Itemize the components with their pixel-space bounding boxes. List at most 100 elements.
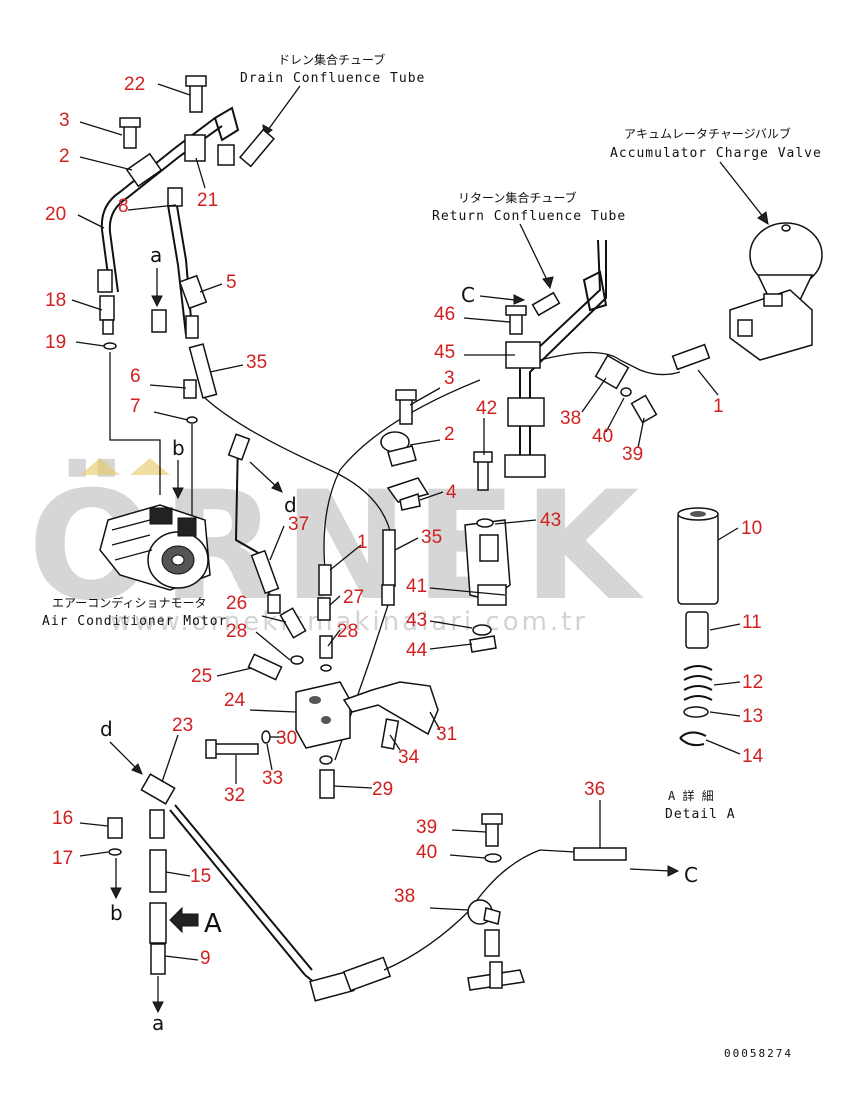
snap-ring-14	[679, 731, 707, 747]
marker-b-bottom: b	[110, 901, 123, 925]
callout-1: 1	[713, 396, 724, 417]
watermark-url: www.orneki̇smaki̇nalari.com.tr	[110, 607, 588, 637]
callout-20: 20	[45, 204, 66, 225]
callout-12: 12	[742, 672, 763, 693]
tube-36	[573, 847, 627, 861]
callout-11: 11	[742, 612, 762, 633]
label-leaders	[262, 85, 769, 290]
callout-30: 30	[276, 728, 297, 749]
marker-a-top: a	[150, 243, 162, 267]
callout-3: 3	[59, 110, 70, 131]
drain-tube-assembly	[97, 75, 275, 520]
bolt-42	[477, 459, 489, 491]
callout-37: 37	[288, 514, 309, 535]
o-ring-17	[108, 848, 122, 856]
fitting-29	[319, 769, 335, 799]
return-tube-assembly	[380, 239, 711, 653]
callout-40-bottom: 40	[416, 842, 437, 863]
filter-10	[677, 511, 719, 605]
spool-11	[685, 611, 709, 649]
callout-17: 17	[52, 848, 73, 869]
callout-leaders	[71, 83, 741, 961]
callout-33: 33	[262, 768, 283, 789]
callout-41: 41	[406, 576, 427, 597]
drawing-code: 00058274	[724, 1047, 793, 1060]
marker-a-bottom: a	[152, 1011, 164, 1035]
bracket-31	[342, 681, 439, 736]
elbow-26	[279, 607, 307, 639]
callout-35-mid: 35	[421, 527, 442, 548]
spring-12	[683, 665, 713, 701]
callout-43-mid: 43	[406, 610, 427, 631]
callout-26: 26	[226, 593, 247, 614]
view-a-arrow	[169, 906, 199, 934]
callout-22: 22	[124, 74, 145, 95]
marker-d-top: d	[284, 493, 297, 517]
callout-6: 6	[130, 366, 141, 387]
aircon-motor-label-en: Air Conditioner Motor	[42, 614, 227, 629]
callout-1-mid: 1	[357, 532, 368, 553]
callout-2: 2	[59, 146, 70, 167]
callout-27: 27	[343, 587, 364, 608]
callout-15: 15	[190, 866, 211, 887]
callout-45: 45	[434, 342, 455, 363]
callout-40: 40	[592, 426, 613, 447]
callout-21: 21	[197, 190, 218, 211]
callout-14: 14	[742, 746, 764, 767]
callout-7: 7	[130, 396, 141, 417]
detail-a	[677, 507, 719, 747]
callout-25: 25	[191, 666, 212, 687]
callout-29: 29	[372, 779, 393, 800]
callout-44: 44	[406, 640, 428, 661]
ring-13	[683, 706, 709, 718]
o-ring-19	[103, 342, 117, 350]
callout-39-bottom: 39	[416, 817, 437, 838]
callout-42: 42	[476, 398, 497, 419]
bolt-39	[485, 821, 499, 847]
callout-39: 39	[622, 444, 643, 465]
callout-10: 10	[741, 518, 762, 539]
callout-16: 16	[52, 808, 73, 829]
callout-18: 18	[45, 290, 66, 311]
nut-44	[469, 635, 497, 653]
callout-34: 34	[398, 747, 420, 768]
marker-c-top: C	[461, 283, 475, 307]
callout-numbers: 22 3 2 20 18 19 8 21 5 35 6 7 46 45 3 2 …	[45, 74, 764, 969]
callout-2-mid: 2	[444, 424, 455, 445]
fitting-9	[150, 943, 166, 975]
callout-31: 31	[436, 724, 457, 745]
aircon-motor-label-jp: エアーコンディショナモータ	[52, 595, 206, 610]
marker-b-top: b	[172, 436, 185, 460]
drain-tube-label-jp: ドレン集合チューブ	[278, 52, 385, 67]
callout-46: 46	[434, 304, 455, 325]
fitting-25	[247, 653, 283, 681]
return-tube-label-jp: リターン集合チューブ	[458, 190, 577, 205]
callout-38-bottom: 38	[394, 886, 415, 907]
accumulator-label-jp: アキュムレータチャージバルブ	[624, 126, 791, 141]
callout-23: 23	[172, 715, 193, 736]
nut-4	[399, 493, 421, 511]
fitting-a	[151, 309, 167, 333]
marker-d-bottom: d	[100, 717, 113, 741]
accumulator-label-en: Accumulator Charge Valve	[610, 146, 822, 161]
direction-markers: a b C d d b a A C	[100, 243, 698, 1035]
elbow-23	[140, 773, 176, 805]
detail-a-label-en: Detail A	[665, 807, 736, 822]
callout-32: 32	[224, 785, 245, 806]
washer-40	[484, 853, 502, 863]
detail-a-label-jp: A 詳 細	[668, 788, 714, 803]
junction-block	[205, 607, 439, 799]
callout-3-mid: 3	[444, 368, 455, 389]
callout-19: 19	[45, 332, 66, 353]
callout-4: 4	[446, 482, 457, 503]
callout-36: 36	[584, 779, 605, 800]
fitting-15	[149, 849, 167, 893]
callout-28-right: 28	[337, 621, 358, 642]
callout-24: 24	[224, 690, 246, 711]
callout-13: 13	[742, 706, 763, 727]
callout-35: 35	[246, 352, 267, 373]
callout-5: 5	[226, 272, 237, 293]
callout-38: 38	[560, 408, 581, 429]
